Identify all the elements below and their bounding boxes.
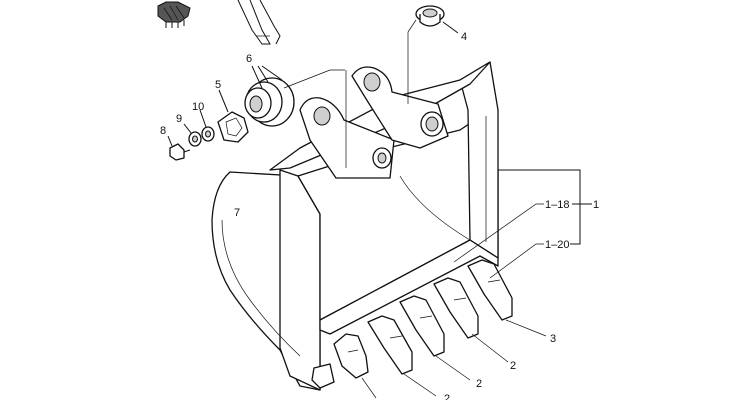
leader-2-mid: [435, 355, 471, 381]
tooth-5[interactable]: [467, 259, 513, 321]
leader-2-right: [471, 333, 509, 363]
label-5: 5: [215, 79, 221, 91]
label-7: 7: [234, 207, 240, 219]
leader-1-20: [489, 243, 544, 279]
mount-bracket-right[interactable]: [351, 66, 449, 149]
label-1: 1: [593, 199, 599, 211]
bucket-thumbnail-icon[interactable]: [157, 1, 191, 28]
mount-bracket-left[interactable]: [299, 97, 395, 179]
label-2c: 2: [444, 393, 450, 400]
part-9-washer[interactable]: [183, 123, 202, 147]
tooth-4[interactable]: [433, 277, 479, 339]
label-1-20: 1–20: [545, 239, 569, 251]
label-1-18: 1–18: [545, 199, 569, 211]
leader-1-bracket: [498, 169, 592, 245]
label-3: 3: [550, 333, 556, 345]
part-6-bushings[interactable]: [244, 65, 345, 127]
label-2b: 2: [476, 378, 482, 390]
leader-1-18: [453, 203, 544, 263]
tooth-3[interactable]: [399, 295, 445, 357]
leader-tooth-1: [361, 377, 377, 399]
leader-3: [505, 319, 547, 337]
part-5-nut[interactable]: [217, 89, 249, 143]
tooth-1[interactable]: [333, 333, 369, 379]
label-2a: 2: [510, 360, 516, 372]
adapter-thumbnail-icon[interactable]: [237, 0, 281, 45]
label-4: 4: [461, 31, 467, 43]
label-9: 9: [176, 113, 182, 125]
part-4-pin[interactable]: [415, 5, 459, 34]
part-8-bolt[interactable]: [167, 135, 191, 161]
part-10-washer[interactable]: [199, 109, 215, 142]
leader-2-low: [403, 373, 437, 397]
label-8: 8: [160, 125, 166, 137]
label-6: 6: [246, 53, 252, 65]
leader-pin-4: [407, 19, 417, 104]
label-10: 10: [192, 101, 204, 113]
tooth-2[interactable]: [367, 315, 413, 375]
